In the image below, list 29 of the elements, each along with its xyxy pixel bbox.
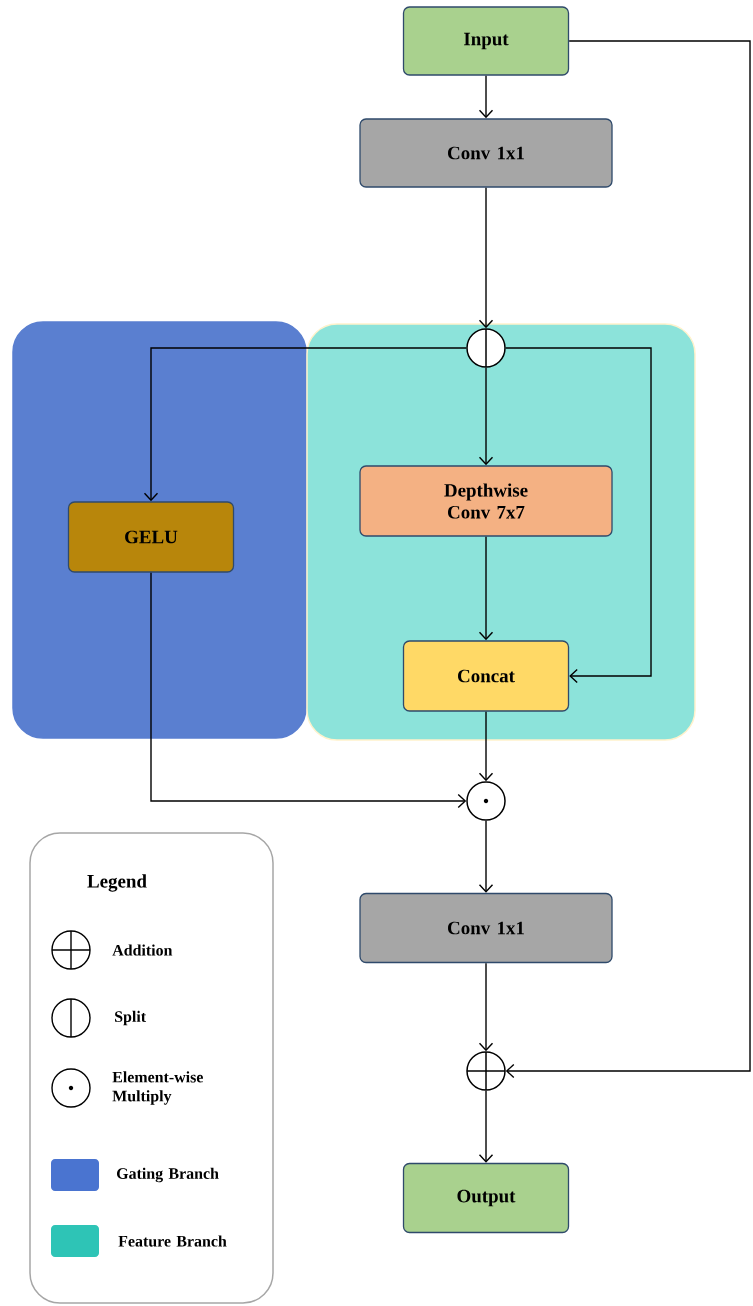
gating-branch-panel — [12, 321, 307, 739]
legend-label: Gating Branch — [117, 1167, 219, 1183]
gelu-box: GELU — [67, 501, 235, 573]
addition-symbol — [466, 1051, 506, 1091]
output-box: Output — [402, 1162, 570, 1234]
arrow — [478, 74, 494, 119]
arrow — [143, 347, 467, 502]
arrow — [150, 571, 467, 809]
arrow — [478, 367, 494, 466]
arrow — [505, 40, 751, 1079]
conv-box: Conv 1x1 — [359, 118, 613, 188]
concat-box: Concat — [402, 640, 570, 712]
arrow — [478, 962, 494, 1052]
arrow — [478, 710, 494, 782]
input-box: Input — [402, 6, 570, 76]
arrow — [478, 1090, 494, 1163]
arrow — [478, 820, 494, 893]
legend-label: Element-wise Multiply — [112, 1071, 203, 1105]
conv-box: Conv 1x1 — [359, 892, 613, 964]
arrow — [478, 186, 494, 329]
legend-label: Feature Branch — [118, 1235, 227, 1247]
legend-title: Legend — [87, 874, 147, 892]
arrow — [505, 347, 652, 684]
split-symbol — [466, 328, 506, 368]
depthwise-conv-box: Depthwise Conv 7x7 — [359, 465, 613, 537]
multiply-symbol — [466, 781, 506, 821]
legend-label: Addition — [112, 944, 173, 956]
legend-label: Split — [115, 1010, 146, 1026]
arrow — [478, 535, 494, 641]
